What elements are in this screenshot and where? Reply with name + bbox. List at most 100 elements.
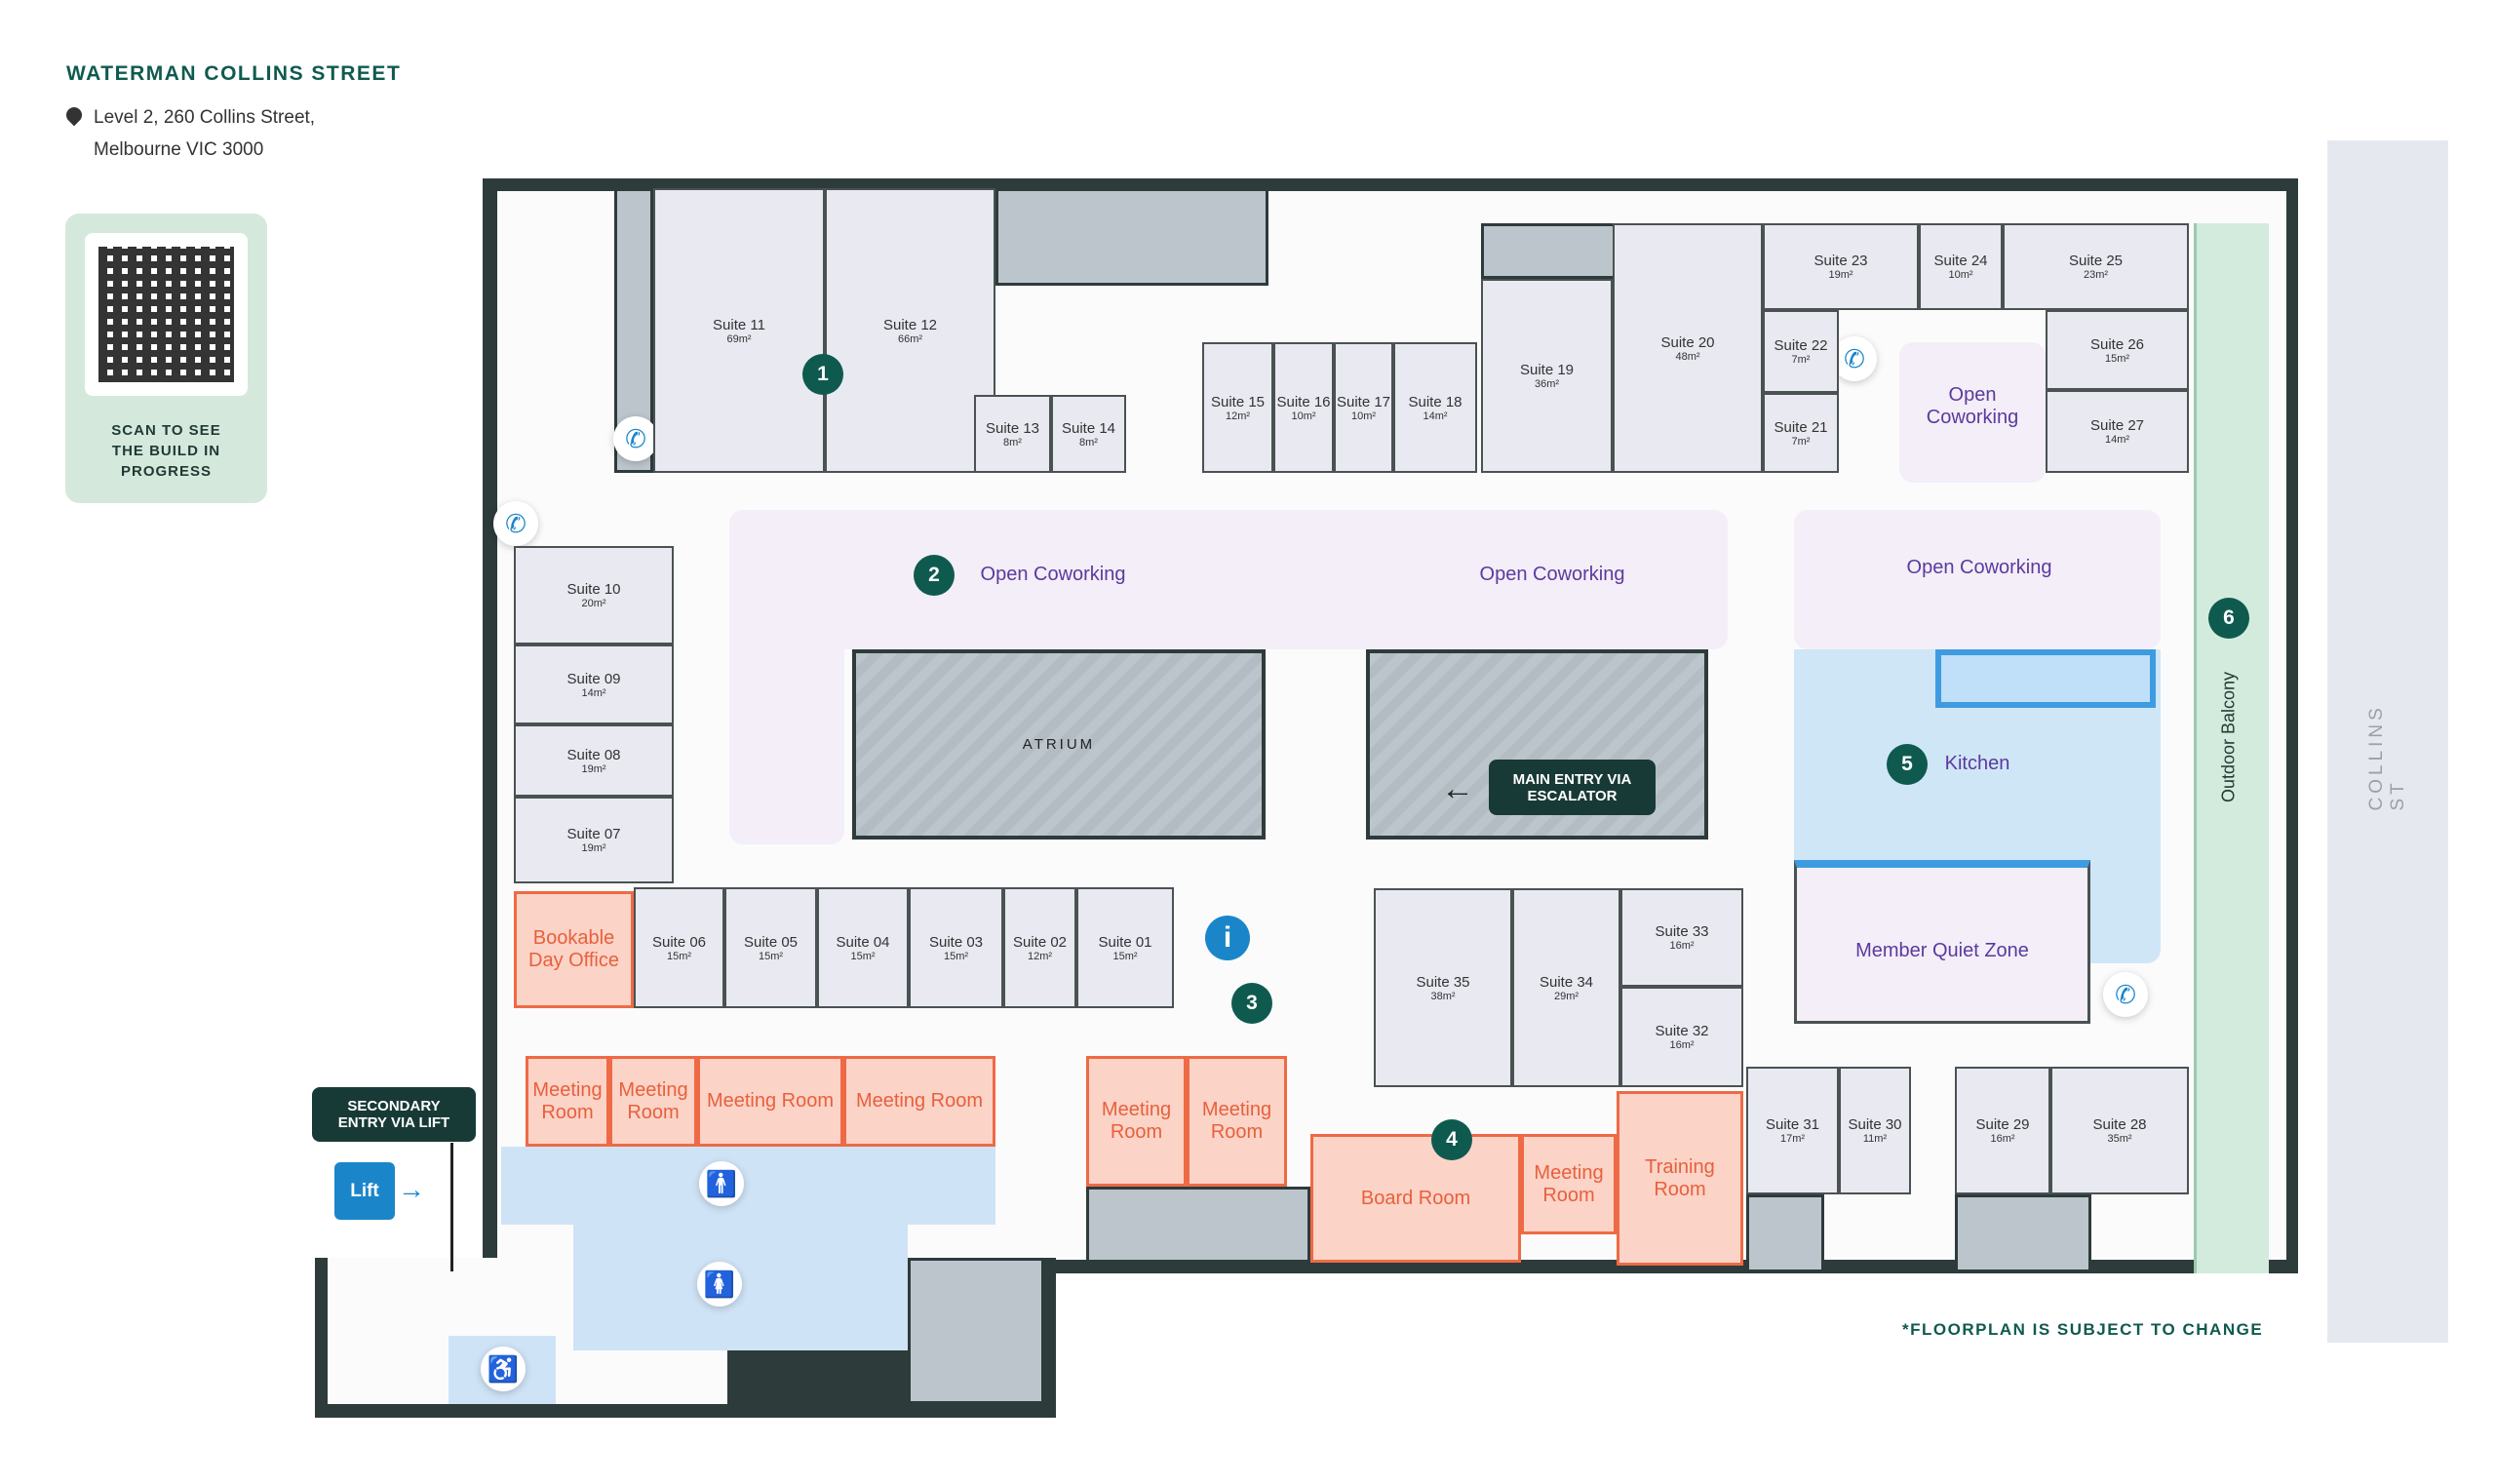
- suite-area: 36m²: [1534, 378, 1560, 390]
- main-entry-label: MAIN ENTRY VIA ESCALATOR: [1489, 760, 1656, 815]
- suite-area: 15m²: [666, 950, 692, 962]
- suite-label: Suite 04: [836, 933, 890, 951]
- bookable-room[interactable]: Meeting Room: [1521, 1134, 1617, 1234]
- phone-booth-icon[interactable]: ✆: [1832, 336, 1877, 381]
- lift-button[interactable]: Lift: [334, 1162, 395, 1220]
- suite-area: 19m²: [581, 842, 606, 854]
- phone-booth-icon[interactable]: ✆: [2103, 972, 2148, 1017]
- suite-label: Suite 25: [2068, 253, 2124, 269]
- secondary-entry-label: SECONDARY ENTRY VIA LIFT: [312, 1087, 476, 1142]
- phone-booth-icon[interactable]: ✆: [493, 501, 538, 546]
- address-line-2: Melbourne VIC 3000: [94, 139, 264, 160]
- open-coworking-zone[interactable]: [1794, 510, 2161, 649]
- suite-label: Suite 31: [1765, 1116, 1820, 1133]
- suite-area: 15m²: [943, 950, 969, 962]
- bookable-room[interactable]: Board Room: [1310, 1134, 1521, 1263]
- zone-number-badge: 5: [1887, 744, 1928, 785]
- service-core: [995, 188, 1268, 286]
- open-coworking-label: Open Coworking: [1926, 384, 2019, 428]
- member-quiet-zone[interactable]: [1794, 860, 2090, 1024]
- suite-label: Suite 18: [1408, 393, 1462, 410]
- info-icon[interactable]: i: [1205, 916, 1250, 960]
- suite-label: Suite 12: [882, 316, 938, 333]
- service-core: [1955, 1194, 2091, 1272]
- qr-code[interactable]: [85, 233, 248, 396]
- address-line-1: Level 2, 260 Collins Street,: [94, 107, 316, 128]
- suite-area: 10m²: [1350, 410, 1377, 422]
- suite-label: Suite 30: [1848, 1116, 1902, 1133]
- open-coworking-zone[interactable]: [1899, 342, 2046, 483]
- open-coworking-zone[interactable]: [729, 510, 1728, 649]
- bookable-room[interactable]: Meeting Room: [1187, 1056, 1287, 1187]
- suite-area: 15m²: [2104, 352, 2130, 365]
- bookable-room-label: Meeting Room: [618, 1078, 688, 1123]
- suite-area: 48m²: [1675, 350, 1700, 363]
- suite-area: 14m²: [581, 686, 606, 699]
- open-coworking-zone[interactable]: [729, 510, 844, 844]
- zone-number-badge: 1: [802, 354, 843, 395]
- suite-label: Suite 02: [1012, 933, 1068, 951]
- suite-label: Suite 34: [1539, 973, 1594, 991]
- bookable-room[interactable]: Meeting Room: [526, 1056, 609, 1147]
- suite-area: 14m²: [2104, 434, 2130, 446]
- suite-area: 15m²: [758, 950, 784, 962]
- bookable-room[interactable]: Meeting Room: [843, 1056, 995, 1147]
- kitchen-counter: [1935, 649, 2156, 708]
- suite-area: 23m²: [2083, 269, 2109, 281]
- bookable-room[interactable]: Meeting Room: [697, 1056, 843, 1147]
- quiet-zone-label: Member Quiet Zone: [1855, 940, 2029, 961]
- suite-label: Suite 01: [1098, 933, 1152, 951]
- bookable-room[interactable]: Training Room: [1617, 1091, 1743, 1266]
- suite-label: Suite 07: [566, 826, 621, 842]
- open-coworking-label: Open Coworking: [980, 564, 1126, 585]
- suite-label: Suite 27: [2089, 417, 2145, 434]
- bookable-room[interactable]: Bookable Day Office: [514, 891, 634, 1008]
- bookable-room[interactable]: Meeting Room: [1086, 1056, 1187, 1187]
- phone-booth-icon[interactable]: ✆: [613, 416, 658, 461]
- suite-area: 8m²: [1003, 436, 1022, 449]
- bookable-room[interactable]: Meeting Room: [609, 1056, 697, 1147]
- zone-number-badge: 3: [1231, 983, 1272, 1024]
- suite-label: Suite 22: [1774, 337, 1828, 354]
- suite-area: 16m²: [1990, 1133, 2015, 1145]
- address: Level 2, 260 Collins Street, Melbourne V…: [62, 101, 316, 166]
- entry-arrow-icon: ←: [1441, 770, 1474, 807]
- kitchen-label: Kitchen: [1944, 753, 2010, 774]
